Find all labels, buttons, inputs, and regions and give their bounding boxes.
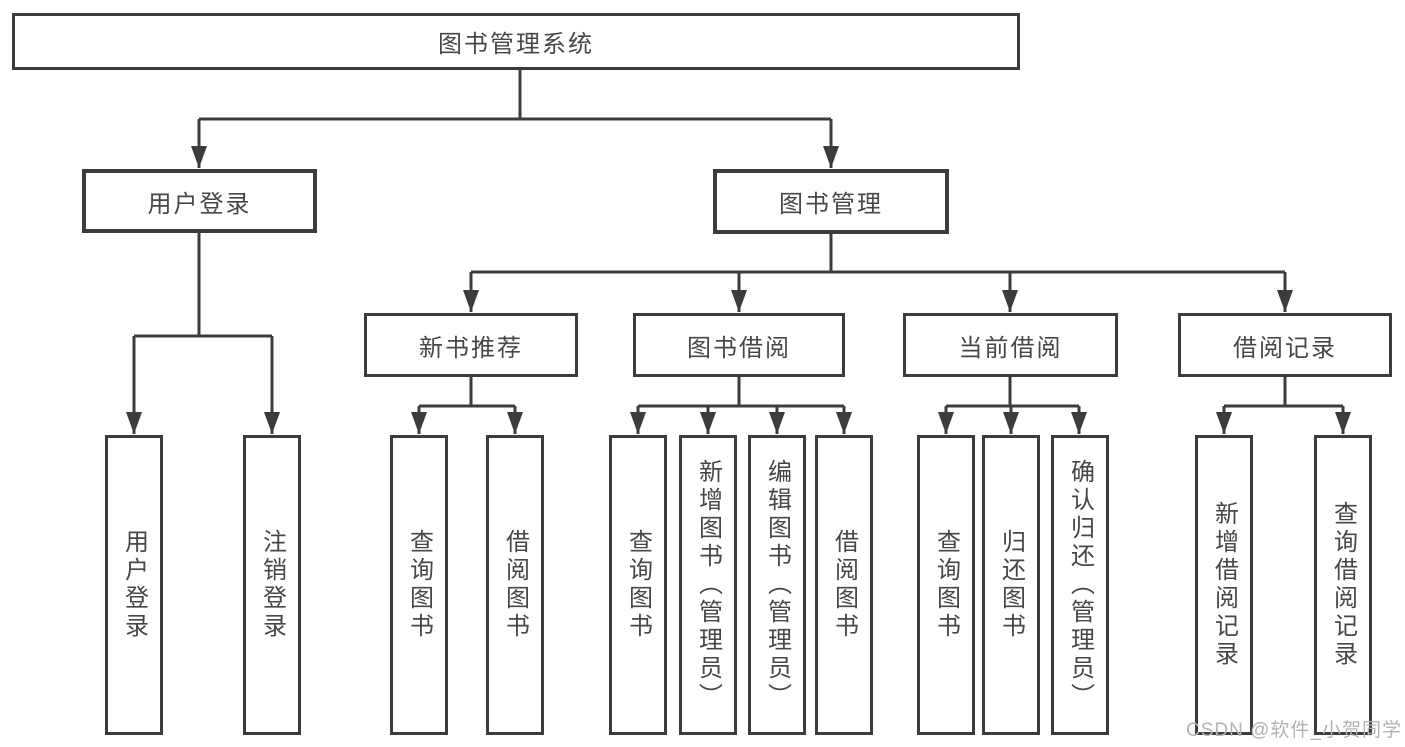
leaf-user-login: 用户登录 (105, 435, 163, 735)
leaf-recommend-borrow-books: 借阅图书 (486, 435, 544, 735)
node-borrowing-records: 借阅记录 (1178, 313, 1392, 377)
leaf-borrow-books: 借阅图书 (815, 435, 873, 735)
leaf-edit-books-admin: 编辑图书（管理员） (748, 435, 806, 735)
node-book-management: 图书管理 (713, 169, 949, 234)
leaf-add-books-admin: 新增图书（管理员） (679, 435, 737, 735)
leaf-recommend-query-books: 查询图书 (390, 435, 448, 735)
node-new-book-recommend: 新书推荐 (364, 313, 578, 377)
leaf-add-borrow-record: 新增借阅记录 (1195, 435, 1253, 735)
leaf-return-books: 归还图书 (982, 435, 1040, 735)
node-book-borrowing: 图书借阅 (633, 313, 845, 377)
node-user-login: 用户登录 (82, 169, 317, 233)
node-library-system: 图书管理系统 (12, 13, 1020, 70)
csdn-watermark: CSDN @软件_小贺同学 (1186, 720, 1402, 741)
leaf-borrow-query-books: 查询图书 (609, 435, 667, 735)
leaf-query-borrow-record: 查询借阅记录 (1314, 435, 1372, 735)
node-current-borrowing: 当前借阅 (903, 313, 1118, 377)
leaf-confirm-return-admin: 确认归还（管理员） (1051, 435, 1109, 735)
leaf-logout: 注销登录 (243, 435, 301, 735)
leaf-current-query-books: 查询图书 (917, 435, 975, 735)
